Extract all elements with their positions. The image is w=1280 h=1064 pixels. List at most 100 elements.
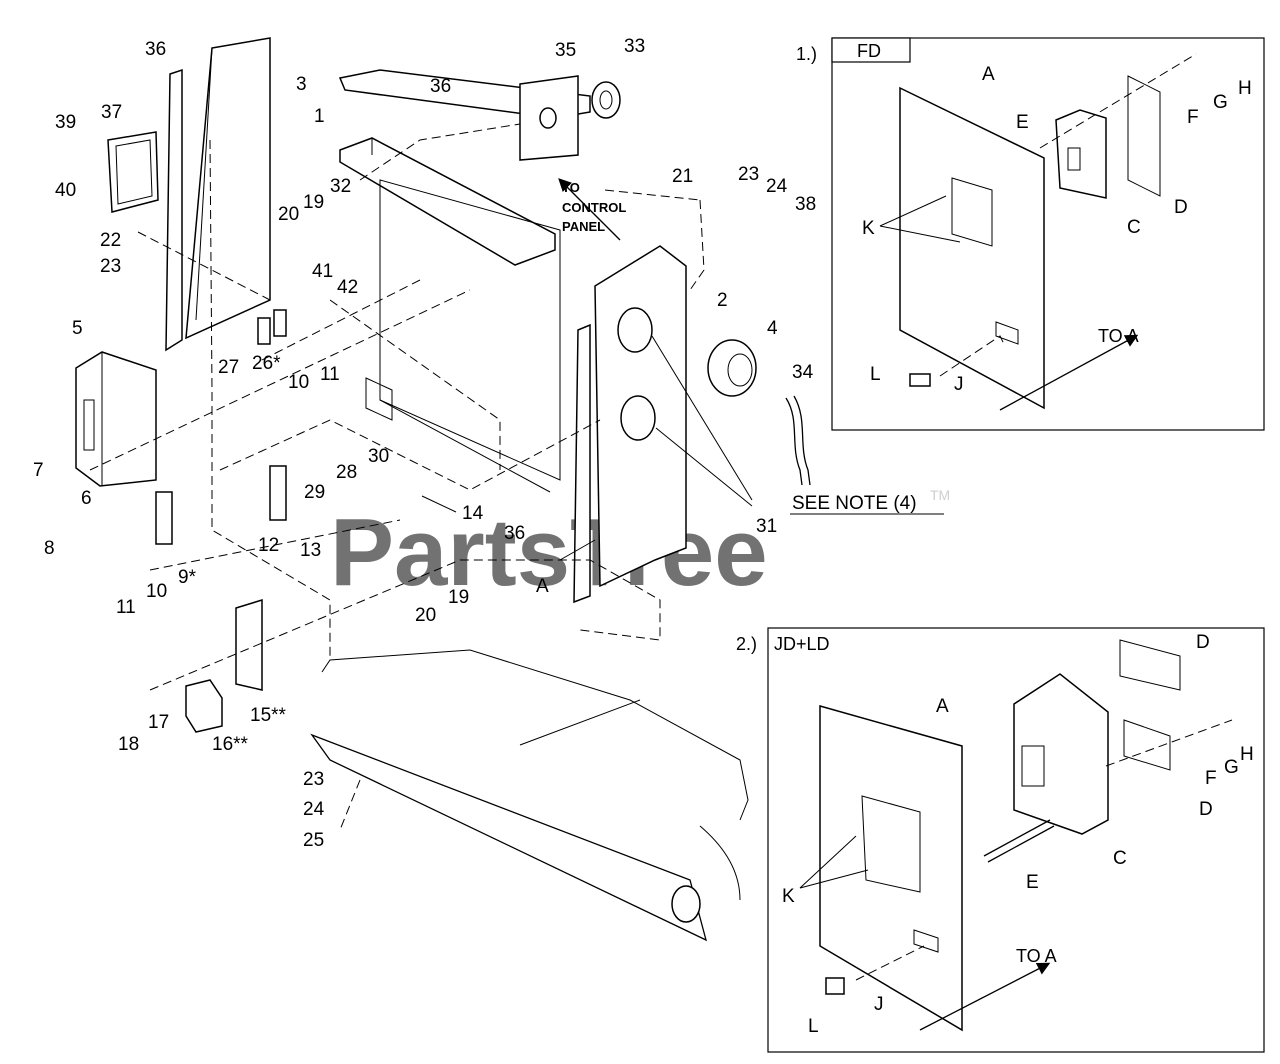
callout: 11 (320, 364, 340, 385)
note-to-line-1: TO (562, 180, 580, 195)
inset1-letter: F (1187, 107, 1199, 128)
callout: 23 (303, 769, 324, 790)
callout: 17 (148, 712, 169, 733)
callout: 24 (303, 799, 325, 820)
callout: 31 (756, 516, 777, 537)
inset1-letter: L (870, 364, 881, 385)
main-assembly (75, 37, 811, 942)
callout: 11 (116, 597, 136, 618)
callout: 33 (624, 36, 645, 57)
callout: 22 (100, 230, 121, 251)
callout: 3 (296, 74, 307, 95)
inset1-letter: H (1238, 78, 1252, 99)
inset1-letter: A (982, 64, 995, 85)
inset1-letter: G (1213, 92, 1228, 113)
inset2-frame (767, 627, 1265, 1053)
callout: 19 (303, 192, 324, 213)
terminal-strip-9 (155, 491, 173, 545)
inset1-letter: J (954, 374, 964, 395)
strip-15 (235, 598, 263, 691)
callout: 13 (300, 540, 321, 561)
inset1-letter: K (862, 218, 875, 239)
callout: 4 (767, 318, 778, 339)
inset1-frame (831, 37, 1265, 431)
callout: 8 (44, 538, 55, 559)
inset2-letter: J (874, 994, 884, 1015)
inset2-letter: F (1205, 768, 1217, 789)
callout: 25 (303, 830, 324, 851)
callout: 35 (555, 40, 576, 61)
callout: 37 (101, 102, 122, 123)
inset-jd-ld: 2.) JD+LD D A H G F D C E K L J TO A (736, 627, 1265, 1053)
callout: 32 (330, 176, 351, 197)
callout: 19 (448, 587, 469, 608)
part-16 (185, 679, 223, 733)
callout: 21 (672, 166, 693, 187)
callout: 34 (792, 362, 814, 383)
callout: 5 (72, 318, 83, 339)
callout: 9* (178, 567, 197, 588)
watermark-text: PartsTree (330, 499, 768, 606)
inset1-letter: C (1127, 217, 1141, 238)
callout: 24 (766, 176, 788, 197)
inset2-mounting-plate (819, 705, 963, 1032)
watermark-tm: TM (930, 487, 950, 503)
callout: 6 (81, 488, 92, 509)
callout: 12 (258, 535, 279, 556)
inset2-letter: G (1224, 757, 1239, 778)
inset1-number: 1.) (796, 44, 817, 64)
inset2-breaker-c (1013, 673, 1109, 835)
callout: 28 (336, 462, 357, 483)
inset2-to-a: TO A (1016, 946, 1057, 966)
inset2-letter: E (1026, 872, 1039, 893)
inset2-letter: L (808, 1016, 819, 1037)
inset2-letter: C (1113, 848, 1127, 869)
callout: 7 (33, 460, 44, 481)
terminal-strip-12 (269, 465, 287, 521)
callout: 40 (55, 180, 76, 201)
note-control-line-2: CONTROL (562, 200, 626, 215)
callout: 39 (55, 112, 76, 133)
strip-36-right (573, 323, 591, 604)
callout: 20 (415, 605, 436, 626)
see-note-label: SEE NOTE (4) (792, 493, 917, 514)
terminal-block-5 (75, 351, 157, 487)
callout: 16** (212, 734, 249, 755)
base-rail (321, 649, 749, 821)
note-panel-line-3: PANEL (562, 219, 605, 234)
callout: 41 (312, 261, 333, 282)
callout: 36 (430, 76, 451, 97)
inset1-title: FD (857, 41, 881, 61)
callout: 18 (118, 734, 139, 755)
inset1-mounting-plate (899, 86, 1045, 410)
callout: 38 (795, 194, 816, 215)
inset2-number: 2.) (736, 634, 757, 654)
inset1-letter: D (1174, 197, 1188, 218)
conduit-34 (785, 397, 803, 486)
callout: 30 (368, 446, 389, 467)
inset2-letter: H (1240, 744, 1254, 765)
callout: 15** (250, 705, 287, 726)
cover-37 (107, 131, 159, 213)
inset2-letter: K (782, 886, 795, 907)
inset1-breaker-c (1055, 109, 1107, 199)
callout: 27 (218, 357, 239, 378)
callout: 10 (288, 372, 309, 393)
inset-fd: 1.) FD A E F G H C D K L J TO A (796, 37, 1265, 431)
callout: 29 (304, 482, 325, 503)
callout: 2 (717, 290, 728, 311)
callout: 36 (504, 523, 525, 544)
callout: 23 (100, 256, 121, 277)
callout: A (536, 576, 549, 597)
main-callouts: 36 3 36 1 35 33 39 37 40 22 23 20 19 32 … (33, 36, 816, 851)
inset1-title-box (831, 37, 911, 63)
callout: 26* (252, 353, 281, 374)
inset2-letter: D (1199, 799, 1213, 820)
inset2-title: JD+LD (774, 634, 830, 654)
callout: 10 (146, 581, 167, 602)
callout: 42 (337, 277, 358, 298)
callout: 36 (145, 39, 166, 60)
bushing-4 (707, 339, 757, 397)
